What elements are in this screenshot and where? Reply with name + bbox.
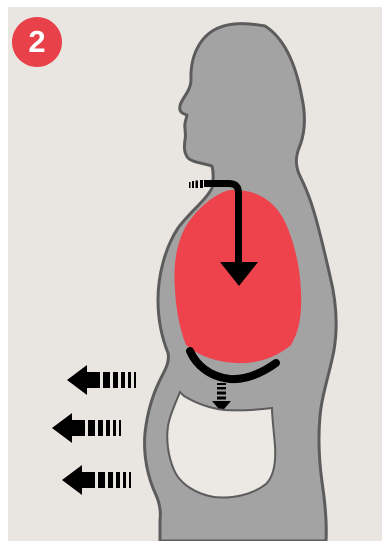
right-margin xyxy=(382,0,390,541)
step-number-badge: 2 xyxy=(12,17,62,67)
top-margin xyxy=(0,0,390,7)
left-margin xyxy=(0,0,8,541)
